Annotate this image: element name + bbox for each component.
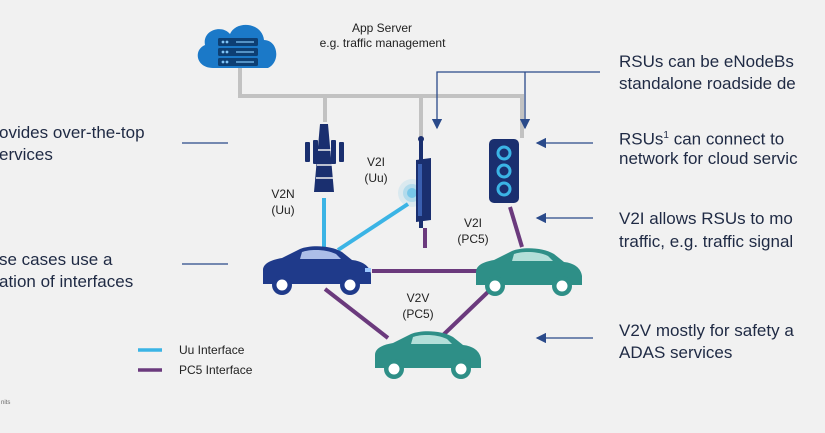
- car-blue-icon: [263, 246, 371, 295]
- note-v2v-safety-line1: V2V mostly for safety a: [619, 321, 794, 340]
- backbone-lines: [238, 68, 524, 140]
- pc5-link-v2i: [508, 206, 524, 248]
- label-v2i-uu-sub: (Uu): [364, 171, 388, 185]
- label-v2i-pc5-sub: (PC5): [457, 232, 489, 246]
- note-v2i-allows-line1: V2I allows RSUs to mo: [619, 209, 793, 228]
- note-rsu-enodeb-line1: RSUs can be eNodeBs: [619, 52, 794, 71]
- cell-tower-icon: [305, 124, 344, 192]
- legend-uu-label: Uu Interface: [179, 343, 245, 357]
- footnote-marker: 1: [663, 130, 669, 141]
- note-interfaces-line1: se cases use a: [0, 250, 113, 269]
- note-v2v-safety-line2: ADAS services: [619, 343, 733, 362]
- arrow-rsu-enodeb: [431, 71, 600, 130]
- uu-link-v2i: [336, 202, 410, 252]
- traffic-light-icon: [489, 139, 519, 203]
- label-v2n: V2N: [271, 187, 295, 201]
- pc5-link-v2v-right: [438, 288, 492, 340]
- note-ott-line2: ervices: [0, 145, 53, 164]
- interface-links: [322, 198, 524, 340]
- note-rsu-connect-rest: can connect to: [668, 129, 785, 149]
- callout-arrows: [182, 71, 600, 344]
- car-teal-right-icon: [476, 248, 582, 296]
- note-v2i-allows-line2: traffic, e.g. traffic signal: [619, 232, 794, 251]
- note-rsu-connect-prefix: RSUs: [619, 129, 664, 149]
- note-ott-line1: ovides over-the-top: [0, 123, 145, 142]
- backbone-main: [238, 68, 524, 138]
- label-v2v-pc5: (PC5): [402, 307, 434, 321]
- label-v2n-uu: (Uu): [271, 203, 295, 217]
- app-server-subtitle: e.g. traffic management: [319, 36, 446, 50]
- footnote-text: nits: [1, 400, 11, 406]
- label-v2v: V2V: [406, 291, 430, 305]
- cloud-server-icon: [197, 24, 277, 68]
- rsu-pole-icon: [398, 136, 431, 228]
- legend-pc5-label: PC5 Interface: [179, 363, 253, 377]
- note-rsu-connect-line1: RSUs1 can connect to: [619, 125, 784, 150]
- label-v2i-pc5: V2I: [463, 216, 482, 230]
- car-teal-bottom-icon: [375, 331, 481, 379]
- app-server-title: App Server: [351, 21, 413, 35]
- note-rsu-enodeb-line2: standalone roadside de: [619, 74, 796, 93]
- label-v2i-uu: V2I: [366, 155, 385, 169]
- note-interfaces-line2: ation of interfaces: [0, 272, 134, 291]
- pc5-link-v2v-left: [323, 287, 390, 340]
- note-rsu-connect-line2: network for cloud servic: [619, 149, 798, 168]
